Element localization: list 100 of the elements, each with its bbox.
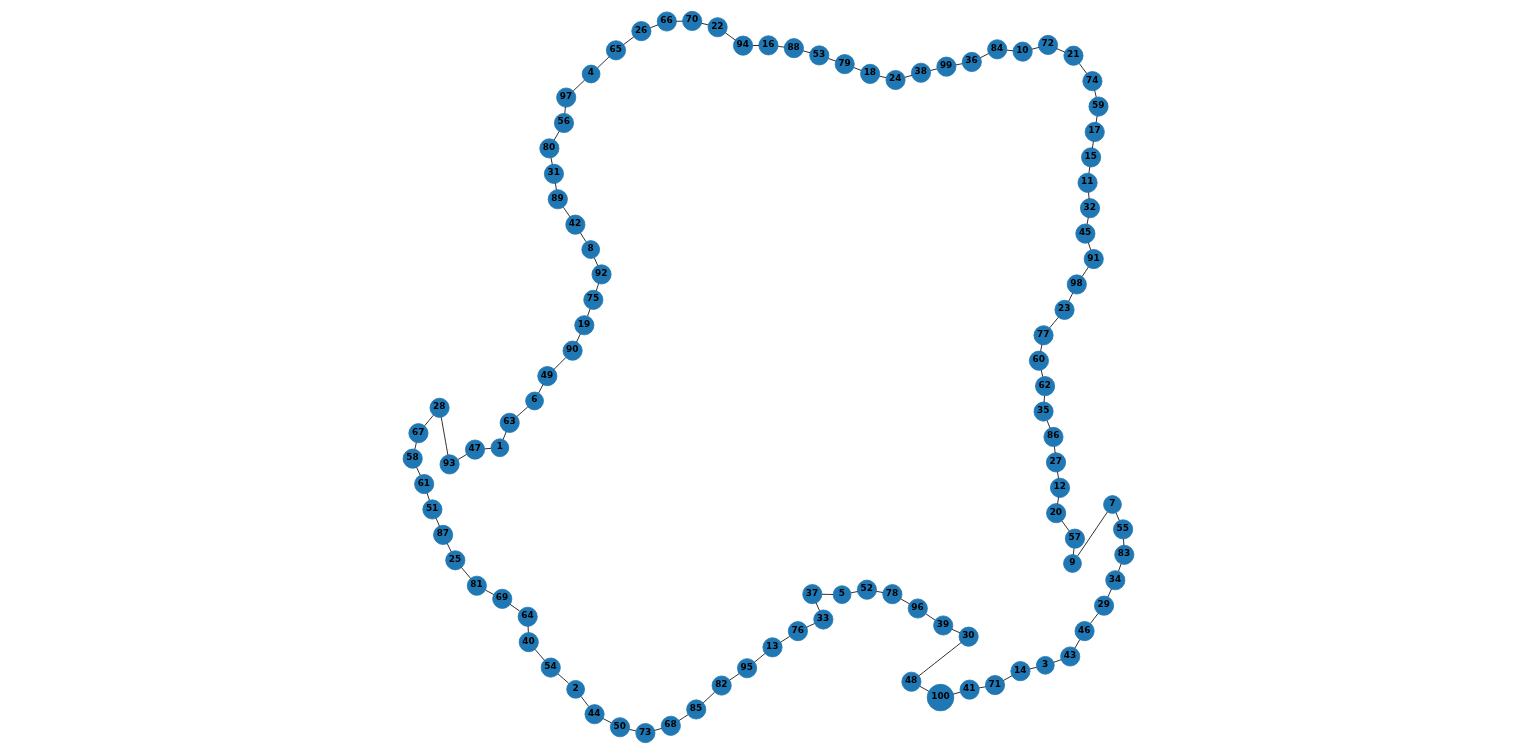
node-circle: 50 <box>609 717 630 738</box>
node-circle: 29 <box>1093 595 1114 616</box>
node-circle: 65 <box>605 40 626 61</box>
connector <box>852 67 862 71</box>
node-circle: 20 <box>1045 503 1066 524</box>
connector <box>602 718 612 724</box>
node-circle: 3 <box>1035 655 1055 675</box>
connector <box>700 22 709 26</box>
connector <box>728 673 740 681</box>
connector <box>1043 395 1045 403</box>
node-circle: 54 <box>540 657 561 678</box>
connector <box>527 625 529 633</box>
node-circle: 4 <box>581 64 600 84</box>
connector <box>415 467 421 476</box>
node-circle: 42 <box>564 214 585 235</box>
connector <box>777 46 785 48</box>
connector <box>929 68 937 71</box>
connector <box>919 686 929 692</box>
connector <box>1002 675 1012 681</box>
connector <box>593 257 598 267</box>
connector <box>805 623 815 628</box>
connector <box>1067 292 1073 302</box>
connector <box>702 691 715 704</box>
node-circle: 64 <box>517 606 538 627</box>
connector <box>537 384 543 394</box>
node-circle: 5 <box>832 585 851 604</box>
node-circle: 40 <box>518 632 539 653</box>
node-circle: 24 <box>885 70 906 90</box>
connector <box>1122 538 1124 546</box>
connector <box>918 642 962 677</box>
node-circle: 43 <box>1059 646 1080 667</box>
node-circle: 49 <box>536 366 557 387</box>
connector <box>1095 115 1098 123</box>
connector <box>553 130 560 141</box>
connector <box>1031 46 1039 50</box>
connector <box>1039 344 1042 352</box>
node-circle: 62 <box>1034 376 1055 397</box>
node-circle: 69 <box>491 588 512 609</box>
node-circle: 83 <box>1113 544 1134 565</box>
connector <box>575 333 581 343</box>
connector <box>435 517 440 527</box>
node-circle: 87 <box>432 524 453 545</box>
node-circle: 15 <box>1080 147 1101 168</box>
node-circle: 78 <box>881 584 902 605</box>
node-circle: 10 <box>1012 41 1033 62</box>
node-circle: 74 <box>1081 71 1102 92</box>
node-circle: 96 <box>907 598 928 619</box>
connector <box>1117 563 1121 572</box>
connector <box>1088 166 1090 174</box>
connector <box>878 75 886 79</box>
node-circle: 66 <box>656 11 677 32</box>
connector <box>1093 90 1097 98</box>
connector <box>1052 659 1061 663</box>
node-circle: 60 <box>1028 350 1049 371</box>
node-circle: 26 <box>630 21 651 42</box>
connector <box>426 492 430 501</box>
connector <box>875 590 883 593</box>
connector <box>821 593 833 595</box>
node-circle: 39 <box>932 615 953 636</box>
connector <box>483 448 491 450</box>
connector <box>509 603 520 612</box>
node-circle: 12 <box>1049 477 1070 498</box>
connector <box>1028 666 1037 670</box>
node-circle: 76 <box>787 621 808 642</box>
connector <box>1046 420 1050 429</box>
connector <box>952 691 961 695</box>
node-circle: 9 <box>1062 554 1082 573</box>
node-circle: 31 <box>543 163 564 184</box>
connector <box>1072 547 1074 555</box>
node-circle: 91 <box>1083 249 1104 270</box>
node-circle: 82 <box>711 675 732 696</box>
connector <box>534 648 545 661</box>
connector <box>951 629 960 634</box>
node-circle: 94 <box>732 35 753 56</box>
connector <box>596 56 609 69</box>
connector <box>563 106 566 114</box>
connector <box>586 308 590 317</box>
node-circle: 6 <box>524 391 544 411</box>
connector <box>1087 242 1091 251</box>
connector <box>827 58 836 62</box>
connector <box>979 53 989 59</box>
connector <box>1040 369 1043 378</box>
connector <box>580 696 589 707</box>
node-circle: 11 <box>1077 172 1098 193</box>
node-circle: 19 <box>573 315 594 336</box>
connector <box>1078 63 1087 74</box>
node-circle: 89 <box>547 189 568 210</box>
node-circle: 77 <box>1033 325 1054 346</box>
node-circle: 48 <box>900 671 921 692</box>
node-circle: 35 <box>1033 401 1054 422</box>
connector <box>516 406 528 417</box>
connector <box>1006 49 1014 52</box>
connector <box>751 45 759 46</box>
node-circle: 17 <box>1084 121 1105 142</box>
connector <box>423 414 434 427</box>
node-circle: 41 <box>959 679 980 700</box>
connector <box>413 442 417 450</box>
connector <box>850 591 858 594</box>
node-circle: 18 <box>859 63 880 84</box>
connector <box>1107 588 1112 598</box>
